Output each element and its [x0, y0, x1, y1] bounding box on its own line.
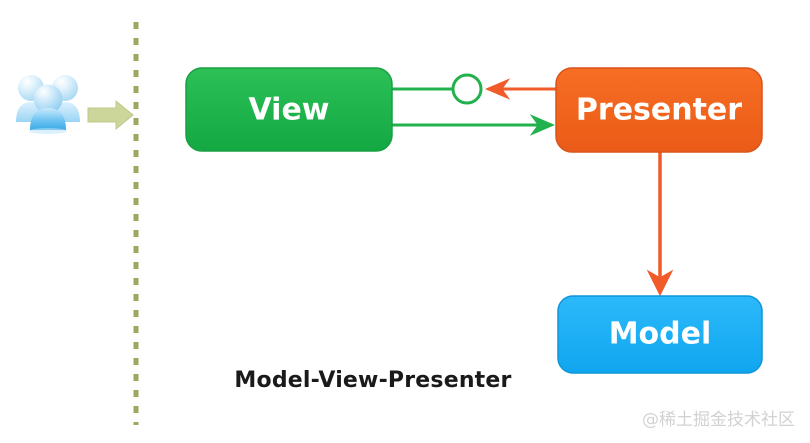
node-presenter-box[interactable]	[555, 67, 763, 153]
node-presenter-label: Presenter	[576, 93, 742, 128]
node-presenter[interactable]: Presenter	[555, 67, 763, 153]
node-model-box[interactable]	[557, 295, 763, 374]
users-group-icon	[16, 75, 80, 134]
node-model-label: Model	[609, 317, 712, 352]
watermark: @稀土掘金技术社区	[642, 410, 795, 430]
node-view[interactable]: View	[185, 67, 393, 152]
view-interface-circle	[451, 73, 483, 105]
node-model[interactable]: Model	[557, 295, 763, 374]
user-input-arrow	[87, 99, 134, 131]
node-view-box[interactable]	[185, 67, 393, 152]
node-view-label: View	[248, 93, 329, 128]
page-title: Model-View-Presenter	[234, 368, 511, 393]
